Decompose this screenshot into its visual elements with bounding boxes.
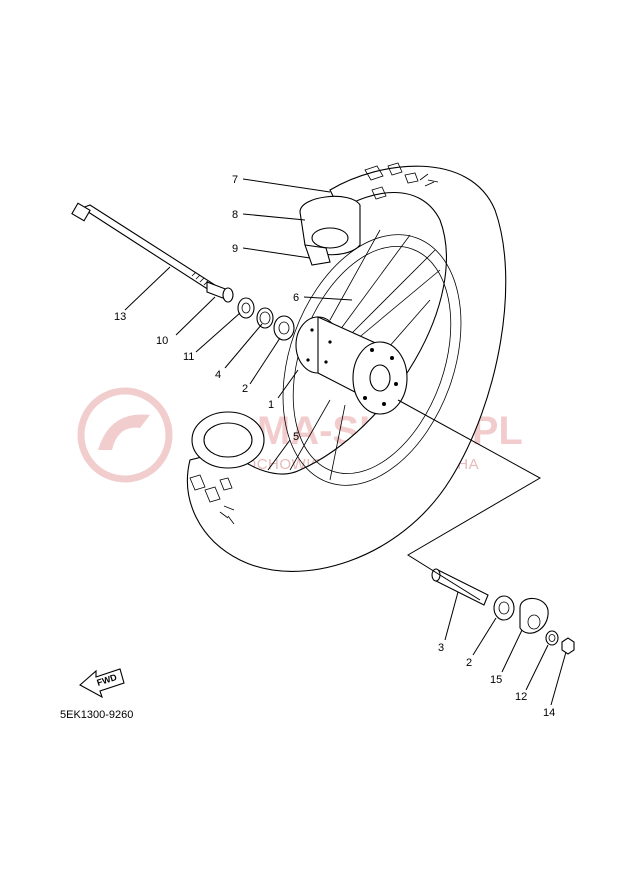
circlip-4 (256, 307, 274, 329)
callout-10: 10 (156, 335, 168, 347)
callout-8: 8 (232, 209, 238, 221)
callout-12: 12 (515, 691, 527, 703)
right-side-parts (431, 568, 575, 655)
bearing-2-upper (273, 315, 295, 341)
callout-2-upper: 2 (242, 383, 248, 395)
callout-4: 4 (215, 369, 221, 381)
callout-15: 15 (490, 674, 502, 686)
oil-seal-11 (237, 297, 255, 319)
watermark-logo-mark (98, 414, 150, 450)
axle (71, 202, 216, 291)
rim-band (191, 411, 265, 469)
callout-14: 14 (543, 707, 555, 719)
leader-lines (124, 178, 567, 706)
callout-2-lower: 2 (466, 657, 472, 669)
hub (295, 316, 408, 415)
callout-11: 11 (183, 351, 194, 363)
callout-5: 5 (293, 431, 299, 443)
callout-1: 1 (268, 399, 274, 411)
rim-lock-group (299, 195, 361, 266)
watermark-logo-icon (77, 387, 173, 483)
diagram-code: 5EK1300-9260 (60, 709, 133, 721)
callout-7: 7 (232, 174, 238, 186)
callout-labels: 7 8 9 6 13 10 11 4 2 1 5 3 2 15 12 14 (114, 174, 555, 719)
callout-3: 3 (438, 642, 444, 654)
collar-10 (206, 281, 234, 303)
callout-13: 13 (114, 311, 126, 323)
fwd-arrow-icon: FWD (79, 668, 125, 699)
callout-6: 6 (293, 292, 299, 304)
tire (186, 162, 507, 572)
callout-9: 9 (232, 243, 238, 255)
